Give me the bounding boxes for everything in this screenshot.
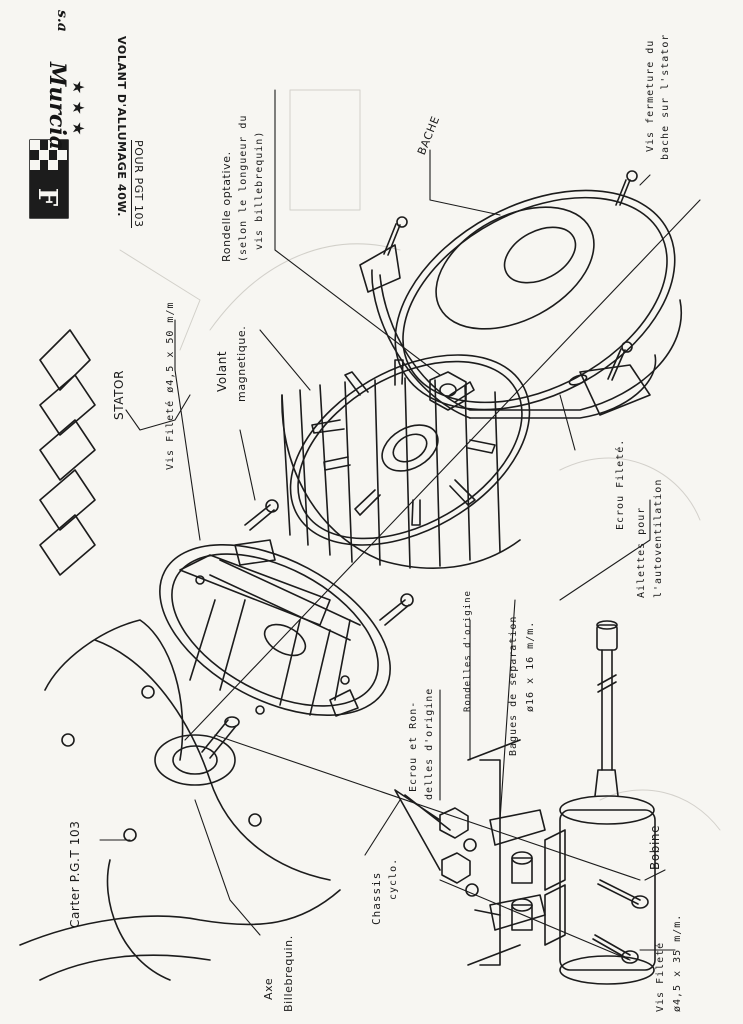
label-chassis-2: cyclo. [388, 857, 399, 900]
bobine [544, 620, 656, 985]
cover-screws [383, 170, 638, 381]
label-rondelles-origine: Rondelles d'origine [463, 590, 473, 712]
bache-cover [359, 189, 683, 419]
label-rondelle-1: Rondelle optative. [220, 151, 233, 262]
label-vis-filete-stator: Vis Fileté ø4,5 x 50 m/m [165, 301, 176, 471]
brand-logo-letter: F [32, 187, 63, 207]
label-bagues-2: ø16 x 16 m/m. [525, 620, 536, 712]
label-bobine: Bobine [648, 824, 662, 870]
label-ecrou-filete: Ecrou Fileté. [615, 438, 626, 530]
label-volant-2: magnetique. [235, 325, 248, 402]
label-ecrou-ron-1: Ecrou et Ron- [408, 700, 419, 792]
diagram-subtitle: POUR PGT 103 [131, 140, 145, 228]
stator-screws [244, 499, 414, 626]
label-rondelle-3: vis billebrequin) [254, 130, 265, 250]
carter [19, 329, 341, 981]
chassis-hardware [394, 739, 546, 966]
label-vis-fermeture-2: bache sur l'stator [660, 33, 671, 160]
brand-suffix: s.a [54, 10, 70, 32]
label-vis-filete-bobine-1: Vis Fileté [655, 941, 666, 1012]
brand-logo-mark [29, 139, 69, 219]
brand-name: Murcia [44, 62, 70, 150]
label-carter: Carter P.G.T 103 [68, 820, 82, 928]
label-vis-filete-bobine-2: ø4,5 x 35 m/m. [672, 913, 683, 1012]
label-axe-2: Billebrequin. [282, 935, 295, 1012]
axe-billebrequin [154, 716, 240, 786]
ecrou-filete [429, 371, 467, 411]
diagram-title: VOLANT D'ALLUMAGE 40W. [115, 36, 128, 218]
volant-magnetique [281, 354, 531, 569]
label-ailettes-2: l'autoventilation [653, 478, 664, 598]
label-ailettes-1: Ailettes pour [636, 506, 647, 598]
label-bagues-1: Bagues de separation [508, 615, 519, 756]
stator [159, 539, 391, 717]
leader-lines [99, 89, 701, 961]
label-ecrou-ron-2: delles d'origine [424, 687, 435, 800]
label-stator: STATOR [112, 369, 126, 420]
brand-stars: ★ ★ ★ [69, 80, 88, 137]
label-rondelle-2: (selon le longueur du [238, 114, 249, 262]
label-chassis-1: Chassis [370, 871, 383, 925]
bleed-through-lines [119, 89, 721, 831]
label-volant-1: Volant [215, 350, 229, 392]
label-axe-1: Axe [262, 977, 275, 1000]
label-vis-fermeture-1: Vis fermeture du [645, 39, 656, 152]
